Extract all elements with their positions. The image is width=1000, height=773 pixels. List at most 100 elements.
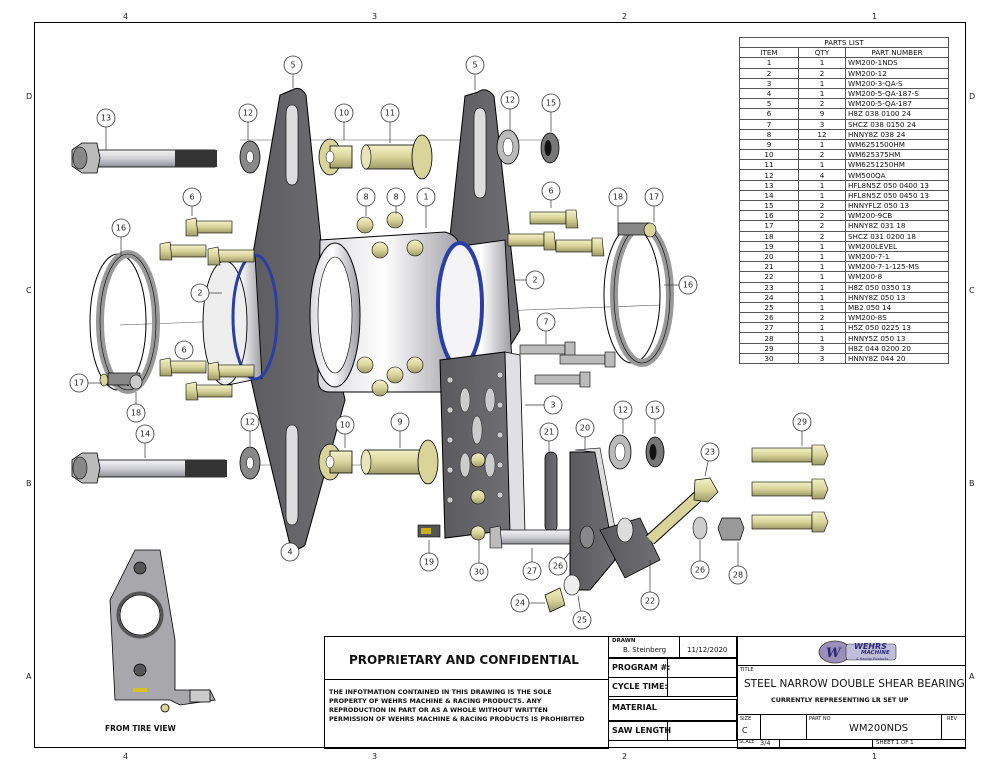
parts-number-cell: WM200-7-1-125-MS (845, 261, 949, 273)
balloon-circle (386, 187, 406, 207)
balloon-circle (240, 412, 260, 432)
parts-item-cell: 26 (739, 312, 799, 324)
balloon-30: 30 (469, 540, 489, 582)
balloon-circle (126, 403, 146, 423)
parts-qty-cell: 4 (798, 169, 846, 181)
balloon-12-bottom-left: 12 (240, 412, 260, 446)
parts-item-cell: 6 (739, 108, 799, 120)
parts-item-cell: 4 (739, 87, 799, 100)
balloon-label: 17 (74, 379, 84, 388)
parts-item-cell: 21 (739, 261, 799, 273)
balloon-circle (380, 103, 400, 123)
balloon-circle (700, 442, 720, 462)
balloon-13: 13 (96, 108, 116, 150)
parts-item-cell: 15 (739, 199, 799, 212)
parts-qty-cell: 3 (798, 118, 846, 130)
drawn-date: 11/12/2020 (687, 646, 728, 654)
cycle-row: CYCLE TIME: (608, 677, 737, 697)
parts-number-cell: WM6251250HM (845, 159, 949, 171)
parts-qty-cell: 2 (798, 210, 846, 222)
zone-top-2: 2 (622, 12, 628, 21)
material-row: MATERIAL (608, 699, 737, 721)
balloon-12-bottom-right: 12 (613, 400, 633, 434)
balloon-circle (390, 412, 410, 432)
balloon-label: 17 (649, 193, 659, 202)
parts-number-cell: WM200-5-QA-187-S (845, 87, 949, 100)
balloon-label: 15 (546, 99, 556, 108)
balloon-16-right: 16 (664, 275, 698, 295)
scale-label: SCALE (739, 740, 755, 745)
balloon-2-right: 2 (515, 270, 545, 290)
parts-number-cell: HNNY8Z 031 18 (845, 220, 949, 232)
balloon-circle (335, 415, 355, 435)
parts-item-cell: 5 (739, 98, 799, 110)
material-label: MATERIAL (612, 703, 657, 712)
saw-length-divider (667, 722, 668, 740)
parts-list-title: PARTS LIST (739, 36, 949, 49)
parts-number-cell: HFL8N5Z 050 0400 13 (845, 179, 949, 191)
balloon-circle (608, 187, 628, 207)
drawing-border (34, 22, 966, 748)
parts-qty-cell: 1 (798, 159, 846, 171)
balloon-label: 24 (515, 599, 525, 608)
col-header-part-number: PART NUMBER (845, 47, 949, 59)
balloon-circle (645, 400, 665, 420)
balloon-6-left-bottom: 6 (174, 340, 194, 360)
logo-text-machine: MACHINE (861, 650, 890, 656)
parts-qty-cell: 1 (798, 179, 846, 191)
proprietary-heading-box: PROPRIETARY AND CONFIDENTIAL (324, 636, 609, 680)
balloon-label: 1 (423, 193, 428, 202)
balloon-label: 10 (340, 421, 350, 430)
balloon-label: 11 (385, 109, 395, 118)
parts-item-cell: 13 (739, 179, 799, 191)
balloon-label: 9 (397, 418, 402, 427)
balloon-circle (539, 422, 559, 442)
balloon-label: 27 (527, 567, 537, 576)
parts-qty-cell: 1 (798, 57, 846, 69)
parts-item-cell: 10 (739, 149, 799, 161)
balloon-24: 24 (510, 593, 545, 613)
balloon-label: 16 (683, 281, 693, 290)
saw-length-label: SAW LENGTH (612, 726, 672, 735)
notice-line-3: REPRODUCTION IN PART OR AS A WHOLE WITHO… (329, 706, 548, 714)
balloon-29: 29 (792, 412, 812, 446)
parts-qty-cell: 2 (798, 67, 846, 79)
parts-qty-cell: 1 (798, 271, 846, 283)
balloon-label: 2 (197, 289, 202, 298)
balloon-9: 9 (390, 412, 410, 448)
balloon-label: 22 (645, 597, 655, 606)
parts-number-cell: WM200-9CB (845, 210, 949, 222)
zone-top-1: 1 (872, 12, 878, 21)
partno-box: PART NO WM200NDS (806, 714, 942, 740)
balloon-10-top: 10 (334, 103, 354, 140)
balloon-20: 20 (575, 418, 595, 450)
parts-item-cell: 28 (739, 332, 799, 344)
balloon-label: 5 (290, 61, 295, 70)
balloon-circle (182, 187, 202, 207)
leader-line (563, 549, 573, 560)
parts-number-cell: HNNY8Z 038 24 (845, 128, 949, 140)
parts-qty-cell: 1 (798, 332, 846, 344)
balloon-17-right: 17 (644, 187, 664, 222)
parts-number-cell: HNNY5Z 050 13 (845, 332, 949, 344)
balloon-21: 21 (539, 422, 559, 452)
balloon-label: 2 (532, 276, 537, 285)
leader-line (704, 460, 709, 477)
title-box: TITLE STEEL NARROW DOUBLE SHEAR BEARING … (737, 665, 966, 715)
detail-view-tire (109, 549, 216, 713)
program-label: PROGRAM #: (612, 663, 671, 672)
balloon-label: 18 (613, 193, 623, 202)
parts-qty-cell: 2 (798, 230, 846, 242)
drawing-title: STEEL NARROW DOUBLE SHEAR BEARING (744, 678, 965, 690)
